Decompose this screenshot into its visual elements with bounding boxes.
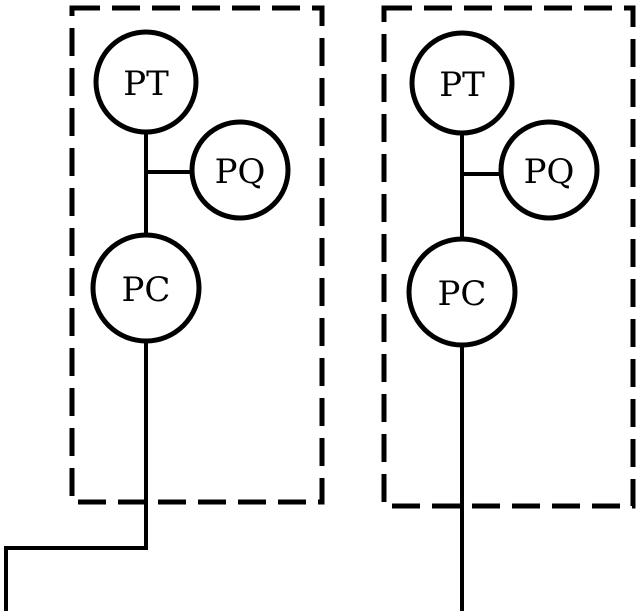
left-node-pc: PC — [90, 232, 202, 344]
right-node-pc-label: PC — [438, 274, 487, 314]
left-panel: PT PQ PC — [4, 5, 325, 611]
left-output-line — [4, 343, 148, 611]
right-node-pc-circle — [406, 236, 518, 348]
left-node-pq-label: PQ — [215, 152, 266, 192]
left-node-pt-label: PT — [123, 64, 169, 104]
left-node-pq-circle — [189, 119, 291, 221]
right-node-pc: PC — [406, 236, 518, 348]
left-node-pc-label: PC — [122, 270, 171, 310]
right-node-pq: PQ — [498, 119, 600, 221]
right-panel: PT PQ PC — [381, 5, 636, 611]
left-node-pc-circle — [90, 232, 202, 344]
right-panel-frame — [381, 5, 636, 509]
right-node-pt-label: PT — [439, 65, 485, 105]
right-node-pt: PT — [409, 30, 515, 136]
left-node-pq: PQ — [189, 119, 291, 221]
left-node-pt-circle — [93, 29, 199, 135]
right-node-pt-circle — [409, 30, 515, 136]
right-node-pq-circle — [498, 119, 600, 221]
left-panel-frame — [69, 5, 325, 505]
left-node-pt: PT — [93, 29, 199, 135]
right-node-pq-label: PQ — [524, 152, 575, 192]
